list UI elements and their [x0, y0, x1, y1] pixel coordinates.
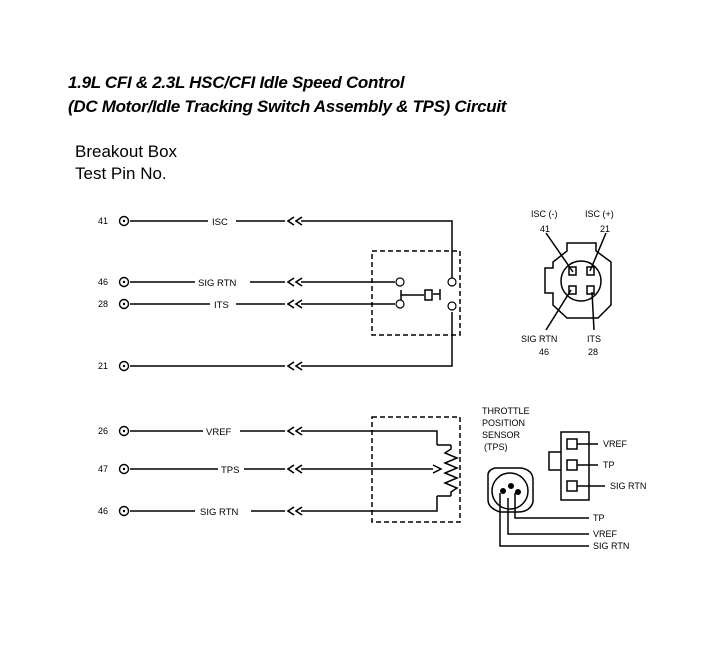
tps-lead-tp-label: TP [593, 513, 605, 523]
pin-number-26: 26 [98, 426, 108, 436]
signal-label-tps-sig-rtn: SIG RTN [200, 507, 238, 518]
tps-label-line-1: THROTTLE [482, 406, 530, 416]
connector-chevron [287, 361, 303, 371]
connector-chevron [287, 277, 303, 287]
signal-label-isc: ISC [212, 217, 228, 228]
pin-46-tps-jack [118, 505, 130, 517]
pin-26-jack [118, 425, 130, 437]
breakout-box-heading: Breakout Box [75, 142, 178, 161]
isc-plus-label: ISC (+) [585, 209, 614, 219]
pin-number-28: 28 [98, 299, 108, 309]
signal-label-sig-rtn: SIG RTN [198, 278, 236, 289]
test-pin-heading: Test Pin No. [75, 164, 167, 183]
tps-connector-tp-label: TP [603, 460, 615, 470]
diagram-title-line-1: 1.9L CFI & 2.3L HSC/CFI Idle Speed Contr… [68, 73, 405, 92]
tps-connector-vref-label: VREF [603, 439, 628, 449]
connector-chevron [287, 464, 303, 474]
connector-chevron [287, 506, 303, 516]
diagram-title-line-2: (DC Motor/Idle Tracking Switch Assembly … [68, 97, 507, 116]
isc-minus-label: ISC (-) [531, 209, 558, 219]
pin-46-jack [118, 276, 130, 288]
signal-label-vref: VREF [206, 427, 232, 438]
isc-plus-pin: 21 [600, 224, 610, 234]
pin-number-46: 46 [98, 277, 108, 287]
pin-41-jack [118, 215, 130, 227]
tps-lead-vref-label: VREF [593, 529, 618, 539]
pin-number-47: 47 [98, 464, 108, 474]
signal-label-its: ITS [214, 300, 229, 311]
pin-21-jack [118, 360, 130, 372]
tps-label-line-2: POSITION [482, 418, 525, 428]
tps-label-line-4: (TPS) [484, 442, 508, 452]
signal-label-tps: TPS [221, 465, 239, 476]
tps-lead-sig-rtn-label: SIG RTN [593, 541, 629, 551]
isc-its-label: ITS [587, 334, 601, 344]
tps-label-line-3: SENSOR [482, 430, 521, 440]
pin-number-46-tps: 46 [98, 506, 108, 516]
connector-chevron [287, 299, 303, 309]
pin-number-41: 41 [98, 216, 108, 226]
isc-minus-pin: 41 [540, 224, 550, 234]
pin-number-21: 21 [98, 361, 108, 371]
isc-sig-rtn-label: SIG RTN [521, 334, 557, 344]
connector-chevron [287, 216, 303, 226]
tps-connector-sig-rtn-label: SIG RTN [610, 481, 646, 491]
pin-28-jack [118, 298, 130, 310]
pin-47-jack [118, 463, 130, 475]
isc-sig-rtn-pin: 46 [539, 347, 549, 357]
connector-chevron [287, 426, 303, 436]
isc-its-pin: 28 [588, 347, 598, 357]
